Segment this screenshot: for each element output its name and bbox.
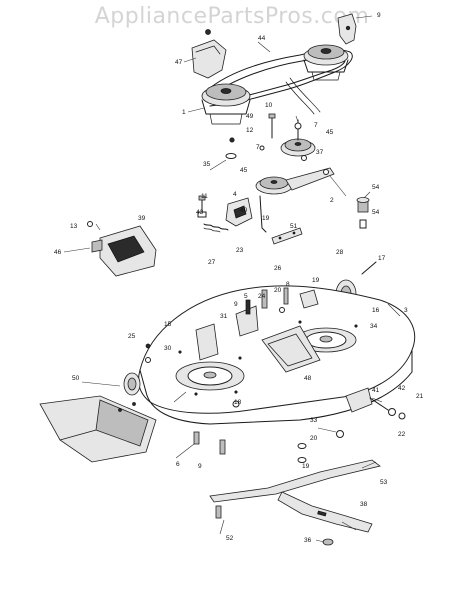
callout-20: 20 (274, 287, 282, 294)
callout-39: 39 (138, 215, 146, 222)
mower-deck-shell (137, 285, 416, 425)
callout-15: 15 (164, 321, 172, 328)
callout-8: 8 (286, 281, 290, 288)
callout-33: 33 (310, 417, 318, 424)
callout-18: 18 (234, 399, 242, 406)
callout-10: 10 (265, 102, 273, 109)
callout-24: 24 (258, 293, 266, 300)
idler-pulley-lower (255, 167, 335, 195)
idler-pulley-upper (280, 119, 316, 157)
callout-35: 35 (203, 161, 211, 168)
callout-2: 2 (330, 197, 334, 204)
callout-54b: 54 (372, 209, 380, 216)
callout-9c: 9 (198, 463, 202, 470)
callout-53: 53 (380, 479, 388, 486)
callout-31: 31 (220, 313, 228, 320)
callout-9b: 9 (234, 301, 238, 308)
discharge-chute (39, 395, 157, 463)
left-belt-guard (87, 221, 157, 277)
bracket-top-right (337, 13, 357, 45)
callout-45: 45 (326, 129, 334, 136)
callout-30: 30 (164, 345, 172, 352)
callout-40: 40 (240, 207, 248, 214)
callout-11: 11 (201, 193, 208, 200)
callout-34: 34 (370, 323, 378, 330)
deck-hanger-brackets (195, 287, 319, 361)
callout-27: 27 (208, 259, 216, 266)
callout-52: 52 (226, 535, 234, 542)
spindle-pulley-right (303, 44, 349, 81)
callout-51: 51 (290, 223, 298, 230)
callout-23: 23 (236, 247, 244, 254)
baffle-plate (271, 227, 303, 245)
callout-36: 36 (304, 537, 312, 544)
callout-4: 4 (233, 191, 237, 198)
callout-47: 47 (175, 59, 183, 66)
callout-50: 50 (72, 375, 80, 382)
callout-13: 13 (70, 223, 78, 230)
callout-42: 42 (398, 385, 406, 392)
callout-26: 26 (274, 265, 282, 272)
callout-19b: 19 (312, 277, 320, 284)
drive-belt (204, 49, 353, 115)
callout-9: 9 (377, 12, 381, 19)
callout-12: 12 (246, 127, 254, 134)
callout-43: 43 (196, 209, 204, 216)
callout-6: 6 (176, 461, 180, 468)
callout-28: 28 (336, 249, 344, 256)
callout-41: 41 (372, 387, 380, 394)
callout-22: 22 (398, 431, 406, 438)
callout-38: 38 (360, 501, 368, 508)
callout-45b: 45 (240, 167, 248, 174)
callout-7: 7 (314, 122, 318, 129)
callout-46: 46 (54, 249, 62, 256)
callout-16: 16 (372, 307, 380, 314)
callout-49: 49 (246, 113, 254, 120)
callout-3: 3 (404, 307, 408, 314)
callout-20b: 20 (310, 435, 318, 442)
callout-19c: 19 (302, 463, 310, 470)
mower-blade (277, 491, 373, 533)
callout-21: 21 (416, 393, 424, 400)
idler-bracket-assembly (203, 195, 267, 233)
blade-stiffener (209, 459, 381, 503)
callout-17: 17 (378, 255, 386, 262)
gauge-wheel-left (123, 343, 151, 396)
callout-5: 5 (244, 293, 248, 300)
callout-54: 54 (372, 184, 380, 191)
callout-7b: 7 (256, 144, 260, 151)
callout-labels: 9 47 44 1 10 49 7 12 45 7 37 35 45 11 4 … (54, 12, 424, 544)
callout-48: 48 (304, 375, 312, 382)
hardware-bolts-upper (197, 113, 307, 218)
leader-lines (63, 15, 401, 543)
spindle-pulley-left (201, 83, 251, 125)
belt-cover (191, 29, 227, 79)
callout-37: 37 (316, 149, 324, 156)
under-deck-hardware (193, 400, 240, 455)
callout-44: 44 (258, 35, 266, 42)
callout-1: 1 (182, 109, 186, 116)
callout-25: 25 (128, 333, 136, 340)
callout-19: 19 (262, 215, 270, 222)
right-anti-scalp-bracket (297, 387, 406, 463)
